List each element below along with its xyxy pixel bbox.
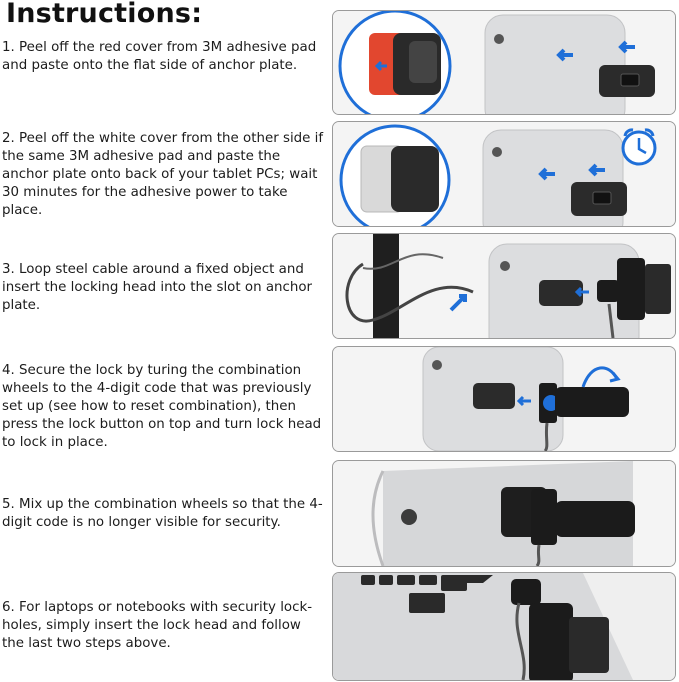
instruction-step-3: 3. Loop steel cable around a fixed objec… (2, 261, 324, 315)
arrow-icon (556, 48, 573, 62)
combination-lock (555, 501, 635, 537)
alarm-clock-icon (621, 128, 657, 166)
step-1-illustration (332, 10, 676, 115)
step-text: Mix up the combination wheels so that th… (2, 497, 323, 530)
table-leg (373, 234, 399, 338)
step-number: 3. (2, 262, 15, 277)
step-number: 6. (2, 600, 15, 615)
lock-head (531, 489, 557, 545)
anchor-plate (473, 383, 515, 409)
instruction-step-1: 1. Peel off the red cover from 3M adhesi… (2, 39, 324, 75)
step-text: Secure the lock by turing the combinatio… (2, 363, 322, 450)
step-number: 1. (2, 40, 15, 55)
step-6-illustration (332, 572, 676, 681)
step-text: Peel off the red cover from 3M adhesive … (2, 40, 317, 73)
instruction-step-6: 6. For laptops or notebooks with securit… (2, 599, 324, 653)
step-3-illustration (332, 233, 676, 339)
arrow-icon (588, 163, 605, 177)
step-2-illustration (332, 121, 676, 227)
arrow-icon (516, 395, 531, 407)
step-text: Peel off the white cover from the other … (2, 131, 324, 218)
step-text: Loop steel cable around a fixed object a… (2, 262, 313, 313)
step-number: 2. (2, 131, 15, 146)
combination-lock (555, 387, 629, 417)
instruction-step-4: 4. Secure the lock by turing the combina… (2, 362, 324, 452)
tablet (484, 14, 626, 114)
instruction-step-2: 2. Peel off the white cover from the oth… (2, 130, 324, 220)
arrow-icon (618, 40, 635, 54)
lock-head (511, 579, 541, 605)
arrow-icon (449, 294, 467, 312)
step-number: 4. (2, 363, 15, 378)
lock-head (597, 280, 619, 302)
step-4-illustration (332, 346, 676, 452)
combination-lock (617, 258, 645, 320)
steel-cable (345, 262, 474, 323)
step-text: For laptops or notebooks with security l… (2, 600, 313, 651)
step-5-illustration (332, 460, 676, 567)
anchor-plate (539, 280, 583, 306)
instruction-step-5: 5. Mix up the combination wheels so that… (2, 496, 324, 532)
page-title: Instructions: (6, 0, 203, 29)
arrow-icon (609, 372, 621, 383)
arrow-icon (574, 286, 589, 298)
step-number: 5. (2, 497, 15, 512)
combination-lock (529, 603, 573, 680)
arrow-icon (538, 167, 555, 181)
